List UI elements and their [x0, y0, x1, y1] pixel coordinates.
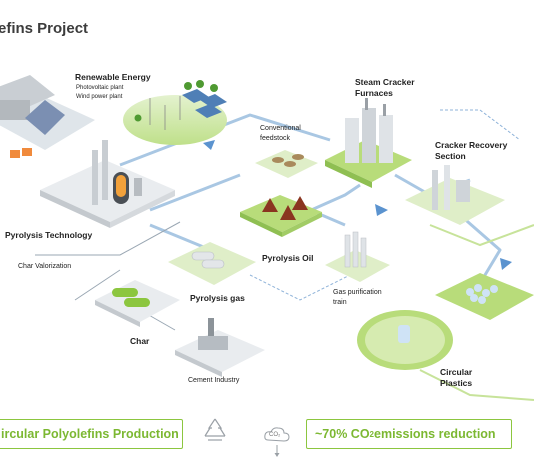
- cracker-recovery-tile: [405, 165, 505, 225]
- flow-lines: [119, 113, 502, 301]
- emissions-sub: 2: [369, 429, 374, 439]
- waste-facility-tile: [0, 75, 95, 158]
- gas-purification-label-line1: Gas purification: [333, 289, 382, 296]
- cracker-recovery-label-line1: Cracker Recovery: [435, 140, 508, 150]
- emissions-prefix: ~70% CO: [315, 427, 370, 441]
- gas-purification-label-line2: train: [333, 299, 347, 306]
- pyrolysis-technology-tile: [40, 140, 175, 228]
- renewable-energy-label: Renewable Energy: [75, 72, 151, 82]
- pyrolysis-gas-label: Pyrolysis gas: [190, 293, 245, 303]
- co2-icon-label: CO₂: [269, 432, 281, 438]
- co2-cloud-icon: [264, 427, 290, 457]
- cracker-recovery-label-line2: Section: [435, 151, 466, 161]
- pyrolysis-oil-label: Pyrolysis Oil: [262, 253, 314, 263]
- flow-arrows: [203, 140, 512, 270]
- circular-plastics-label-line1: Circular: [440, 367, 473, 377]
- conventional-feedstock-label-line1: Conventional: [260, 125, 301, 132]
- page-title: efins Project: [0, 20, 89, 37]
- emissions-suffix: emissions reduction: [374, 427, 496, 441]
- pyrolysis-oil-tile: [240, 195, 322, 237]
- circular-plastics-tile: [357, 310, 453, 370]
- recycle-icon: [204, 418, 226, 441]
- circular-polyolefins-banner: ircular Polyolefins Production: [0, 419, 183, 449]
- pyrolysis-gas-tile: [168, 242, 256, 285]
- conventional-feedstock-tile: [255, 150, 318, 178]
- char-tile: [95, 280, 180, 327]
- polymer-pellets-tile: [435, 273, 534, 320]
- circular-plastics-label-line2: Plastics: [440, 378, 473, 388]
- steam-cracker-label-line2: Furnaces: [355, 88, 393, 98]
- gas-purification-tile: [325, 231, 390, 282]
- cement-industry-label: Cement Industry: [188, 377, 240, 384]
- char-label: Char: [130, 336, 150, 346]
- renewable-energy-tile: [123, 80, 227, 145]
- green-line: [419, 224, 534, 401]
- dashed-lines: [249, 109, 521, 301]
- photovoltaic-label: Photovoltaic plant: [76, 85, 124, 91]
- pyrolysis-technology-label: Pyrolysis Technology: [5, 230, 93, 240]
- steam-cracker-label-line1: Steam Cracker: [355, 77, 415, 87]
- circular-polyolefins-text: ircular Polyolefins Production: [1, 427, 179, 441]
- wind-label: Wind power plant: [76, 94, 123, 100]
- char-valorization-label: Char Valorization: [18, 263, 72, 270]
- conventional-feedstock-label-line2: feedstock: [260, 135, 290, 142]
- steam-cracker-tile: [325, 98, 412, 188]
- cement-industry-tile: [175, 318, 265, 377]
